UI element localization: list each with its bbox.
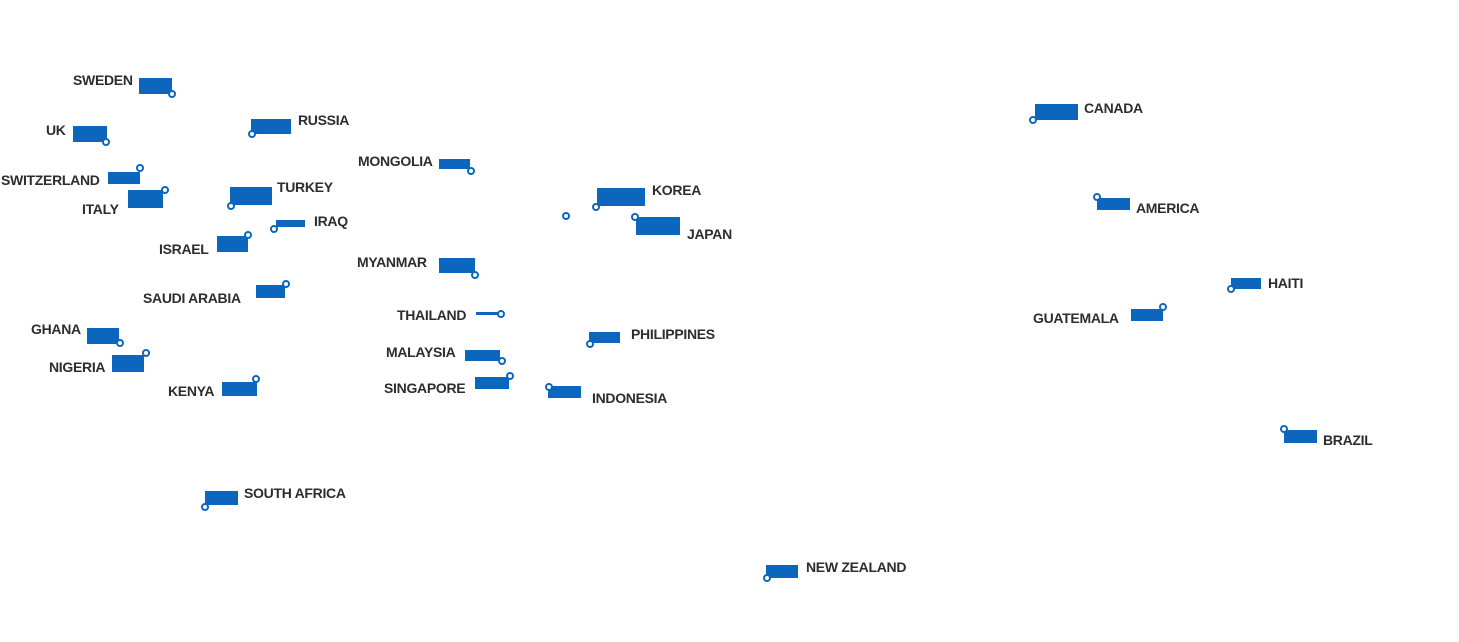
marker-bar-icon[interactable] xyxy=(251,119,291,134)
marker-anchor-icon[interactable] xyxy=(592,203,600,211)
marker-bar-icon[interactable] xyxy=(256,285,285,298)
country-label: PHILIPPINES xyxy=(631,326,715,342)
marker-bar-icon[interactable] xyxy=(112,355,144,372)
marker-anchor-icon[interactable] xyxy=(562,212,570,220)
marker-bar-icon[interactable] xyxy=(139,78,172,94)
marker-anchor-icon[interactable] xyxy=(136,164,144,172)
marker-bar-icon[interactable] xyxy=(465,350,500,361)
country-label: MYANMAR xyxy=(357,254,427,270)
country-label: MALAYSIA xyxy=(386,344,456,360)
marker-bar-icon[interactable] xyxy=(108,172,140,184)
marker-anchor-icon[interactable] xyxy=(763,574,771,582)
country-label: RUSSIA xyxy=(298,112,350,128)
country-label: SAUDI ARABIA xyxy=(143,290,241,306)
country-label: CANADA xyxy=(1084,100,1143,116)
country-label: KENYA xyxy=(168,383,215,399)
country-label: NIGERIA xyxy=(49,359,106,375)
marker-anchor-icon[interactable] xyxy=(244,231,252,239)
country-label: BRAZIL xyxy=(1323,432,1373,448)
country-label: AMERICA xyxy=(1136,200,1200,216)
country-label: HAITI xyxy=(1268,275,1304,291)
marker-anchor-icon[interactable] xyxy=(227,202,235,210)
country-label: NEW ZEALAND xyxy=(806,559,907,575)
marker-anchor-icon[interactable] xyxy=(631,213,639,221)
marker-anchor-icon[interactable] xyxy=(168,90,176,98)
marker-bar-icon[interactable] xyxy=(128,190,163,208)
marker-bar-icon[interactable] xyxy=(205,491,238,505)
country-label: UK xyxy=(46,122,66,138)
country-label: SWITZERLAND xyxy=(1,172,100,188)
marker-bar-icon[interactable] xyxy=(1131,309,1163,321)
country-label: SOUTH AFRICA xyxy=(244,485,346,501)
country-label: SWEDEN xyxy=(73,72,133,88)
marker-bar-icon[interactable] xyxy=(1284,430,1317,443)
marker-anchor-icon[interactable] xyxy=(1280,425,1288,433)
marker-bar-icon[interactable] xyxy=(476,312,498,315)
marker-bar-icon[interactable] xyxy=(636,217,680,235)
marker-anchor-icon[interactable] xyxy=(545,383,553,391)
marker-anchor-icon[interactable] xyxy=(116,339,124,347)
marker-anchor-icon[interactable] xyxy=(201,503,209,511)
country-label: KOREA xyxy=(652,182,702,198)
country-label: MONGOLIA xyxy=(358,153,433,169)
marker-bar-icon[interactable] xyxy=(217,236,248,252)
marker-bar-icon[interactable] xyxy=(230,187,272,205)
marker-anchor-icon[interactable] xyxy=(142,349,150,357)
country-label: GHANA xyxy=(31,321,81,337)
country-label: GUATEMALA xyxy=(1033,310,1119,326)
marker-bar-icon[interactable] xyxy=(222,382,257,396)
marker-anchor-icon[interactable] xyxy=(161,186,169,194)
marker-anchor-icon[interactable] xyxy=(282,280,290,288)
country-label: IRAQ xyxy=(314,213,348,229)
marker-anchor-icon[interactable] xyxy=(467,167,475,175)
marker-bar-icon[interactable] xyxy=(87,328,119,344)
country-label: THAILAND xyxy=(397,307,467,323)
marker-bar-icon[interactable] xyxy=(1231,278,1261,289)
marker-bar-icon[interactable] xyxy=(548,386,581,398)
country-label: ISRAEL xyxy=(159,241,209,257)
marker-bar-icon[interactable] xyxy=(1035,104,1078,120)
marker-anchor-icon[interactable] xyxy=(497,310,505,318)
marker-anchor-icon[interactable] xyxy=(471,271,479,279)
marker-bar-icon[interactable] xyxy=(439,258,475,273)
country-label: ITALY xyxy=(82,201,119,217)
marker-anchor-icon[interactable] xyxy=(270,225,278,233)
marker-bar-icon[interactable] xyxy=(589,332,620,343)
marker-anchor-icon[interactable] xyxy=(248,130,256,138)
marker-anchor-icon[interactable] xyxy=(252,375,260,383)
marker-bar-icon[interactable] xyxy=(766,565,798,578)
marker-bar-icon[interactable] xyxy=(475,377,509,389)
country-label: INDONESIA xyxy=(592,390,668,406)
country-label: SINGAPORE xyxy=(384,380,466,396)
marker-anchor-icon[interactable] xyxy=(1093,193,1101,201)
marker-anchor-icon[interactable] xyxy=(586,340,594,348)
country-label: JAPAN xyxy=(687,226,732,242)
marker-anchor-icon[interactable] xyxy=(498,357,506,365)
marker-bar-icon[interactable] xyxy=(597,188,645,206)
marker-anchor-icon[interactable] xyxy=(506,372,514,380)
country-label: TURKEY xyxy=(277,179,333,195)
marker-bar-icon[interactable] xyxy=(439,159,470,169)
marker-bar-icon[interactable] xyxy=(73,126,107,142)
marker-bar-icon[interactable] xyxy=(1097,198,1130,210)
marker-anchor-icon[interactable] xyxy=(1227,285,1235,293)
marker-anchor-icon[interactable] xyxy=(1159,303,1167,311)
marker-anchor-icon[interactable] xyxy=(1029,116,1037,124)
marker-bar-icon[interactable] xyxy=(276,220,305,227)
marker-anchor-icon[interactable] xyxy=(102,138,110,146)
